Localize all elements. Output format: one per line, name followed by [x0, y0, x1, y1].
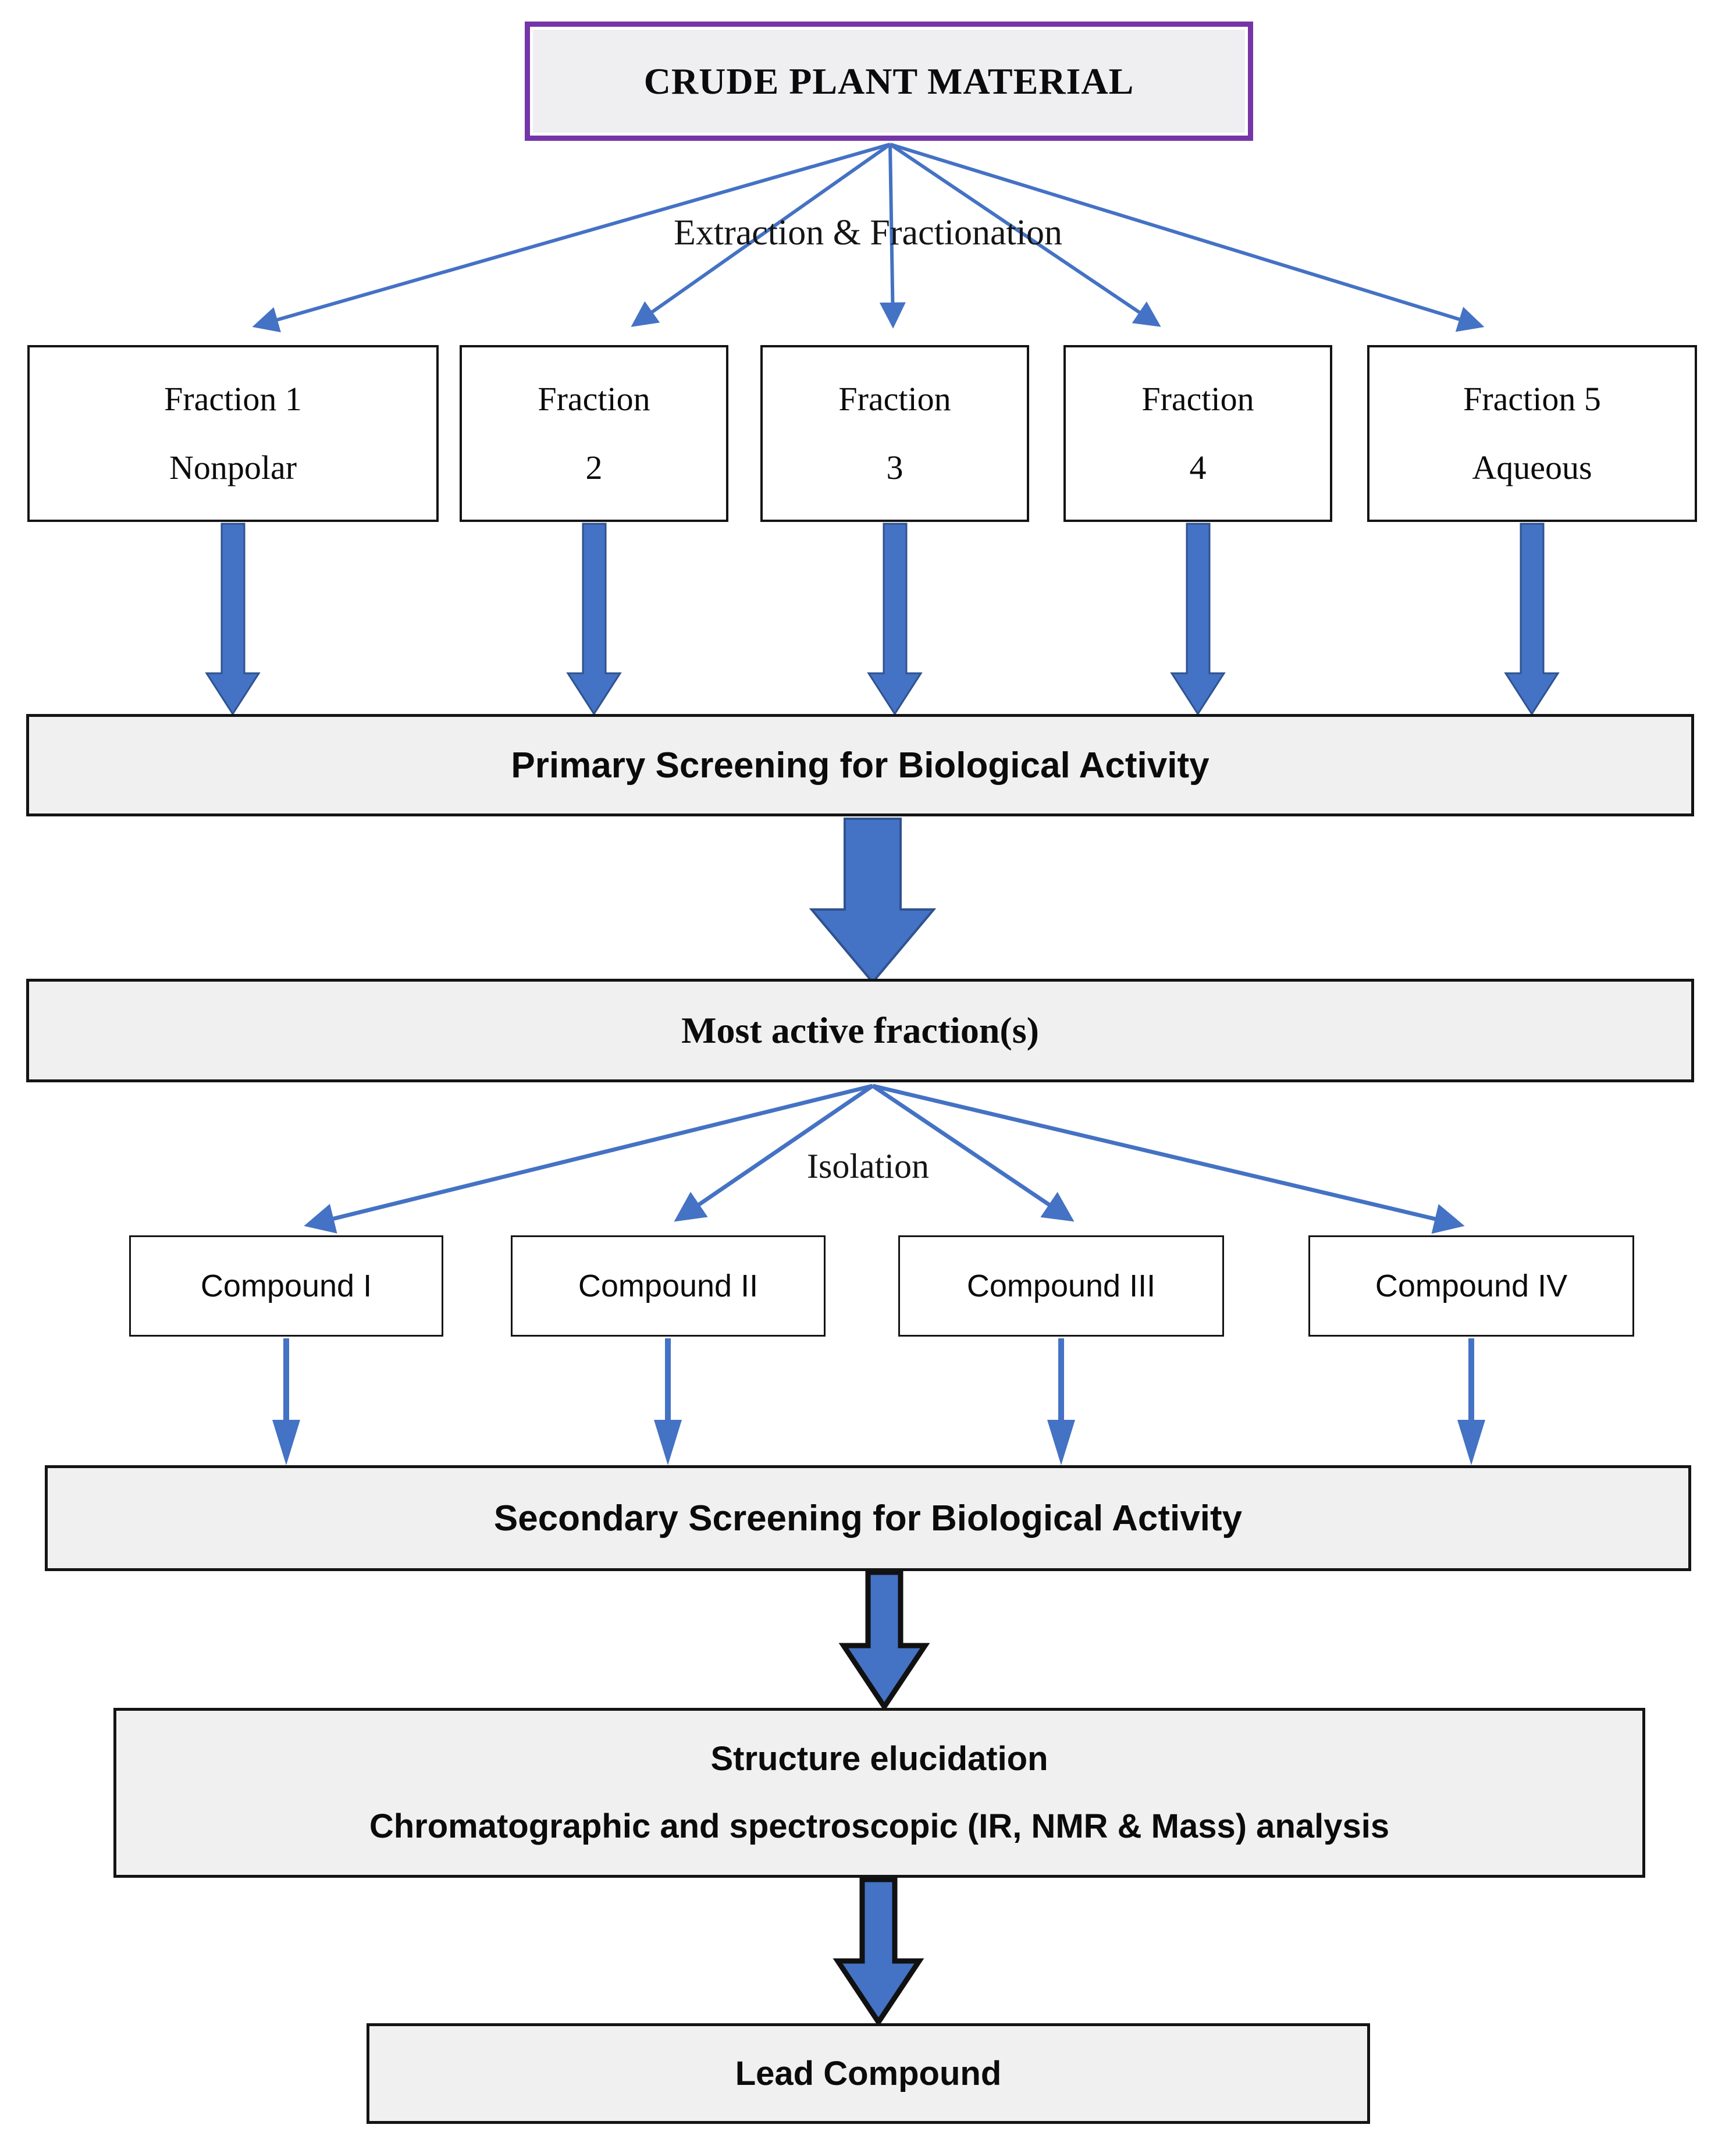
- fraction-2-line1: Fraction: [538, 380, 650, 418]
- lead-compound-label: Lead Compound: [735, 2055, 1002, 2092]
- fraction-3-line1: Fraction: [838, 380, 951, 418]
- fraction-arrow-1: [205, 523, 261, 716]
- fraction-2-box: Fraction 2: [460, 345, 728, 522]
- fraction-1-box: Fraction 1 Nonpolar: [27, 345, 439, 522]
- fraction-arrow-4: [1170, 523, 1226, 716]
- secondary-screening-label: Secondary Screening for Biological Activ…: [493, 1498, 1243, 1539]
- extraction-fractionation-label: Extraction & Fractionation: [673, 213, 1063, 253]
- fraction-arrow-5: [1504, 523, 1560, 716]
- fraction-3-box: Fraction 3: [760, 345, 1029, 522]
- most-active-fractions-label: Most active fraction(s): [681, 1010, 1039, 1051]
- compound-arrow-3: [1047, 1338, 1075, 1465]
- fraction-3-line2: 3: [886, 449, 903, 486]
- fraction-2-line2: 2: [585, 449, 603, 486]
- crude-plant-material-box: CRUDE PLANT MATERIAL: [525, 22, 1253, 141]
- fraction-4-line2: 4: [1189, 449, 1207, 486]
- lead-compound-bar: Lead Compound: [367, 2023, 1370, 2124]
- structure-to-lead-arrow: [833, 1877, 924, 2027]
- compound-1-box: Compound I: [129, 1235, 443, 1337]
- compound-3-label: Compound III: [966, 1269, 1156, 1303]
- fraction-arrow-2: [566, 523, 622, 716]
- structure-elucidation-box: Structure elucidation Chromatographic an…: [113, 1708, 1645, 1878]
- fraction-4-line1: Fraction: [1141, 380, 1254, 418]
- compound-arrow-2: [654, 1338, 682, 1465]
- most-active-fractions-bar: Most active fraction(s): [26, 979, 1694, 1082]
- compound-2-label: Compound II: [578, 1269, 759, 1303]
- compound-arrows: [272, 1338, 1485, 1465]
- primary-screening-label: Primary Screening for Biological Activit…: [511, 745, 1209, 786]
- compound-3-box: Compound III: [898, 1235, 1224, 1337]
- primary-screening-bar: Primary Screening for Biological Activit…: [26, 714, 1694, 816]
- fraction-1-line2: Nonpolar: [169, 449, 297, 486]
- fraction-5-box: Fraction 5 Aqueous: [1367, 345, 1697, 522]
- primary-to-most-active-arrow: [809, 818, 937, 985]
- fraction-arrows: [205, 523, 1560, 716]
- compound-2-box: Compound II: [511, 1235, 826, 1337]
- secondary-to-structure-arrow: [838, 1569, 930, 1712]
- fraction-arrow-3: [867, 523, 923, 716]
- structure-elucidation-line2: Chromatographic and spectroscopic (IR, N…: [369, 1807, 1390, 1845]
- isolation-label: Isolation: [807, 1147, 929, 1185]
- compound-arrow-4: [1457, 1338, 1485, 1465]
- structure-elucidation-line1: Structure elucidation: [710, 1740, 1048, 1778]
- compound-4-label: Compound IV: [1375, 1269, 1568, 1303]
- compound-arrow-1: [272, 1338, 300, 1465]
- fraction-5-line1: Fraction 5: [1463, 380, 1601, 418]
- fraction-4-box: Fraction 4: [1063, 345, 1332, 522]
- fraction-5-line2: Aqueous: [1472, 449, 1592, 486]
- compound-4-box: Compound IV: [1308, 1235, 1634, 1337]
- secondary-screening-bar: Secondary Screening for Biological Activ…: [45, 1465, 1691, 1571]
- crude-plant-material-label: CRUDE PLANT MATERIAL: [643, 60, 1134, 102]
- compound-1-label: Compound I: [200, 1269, 372, 1303]
- fraction-1-line1: Fraction 1: [164, 380, 302, 418]
